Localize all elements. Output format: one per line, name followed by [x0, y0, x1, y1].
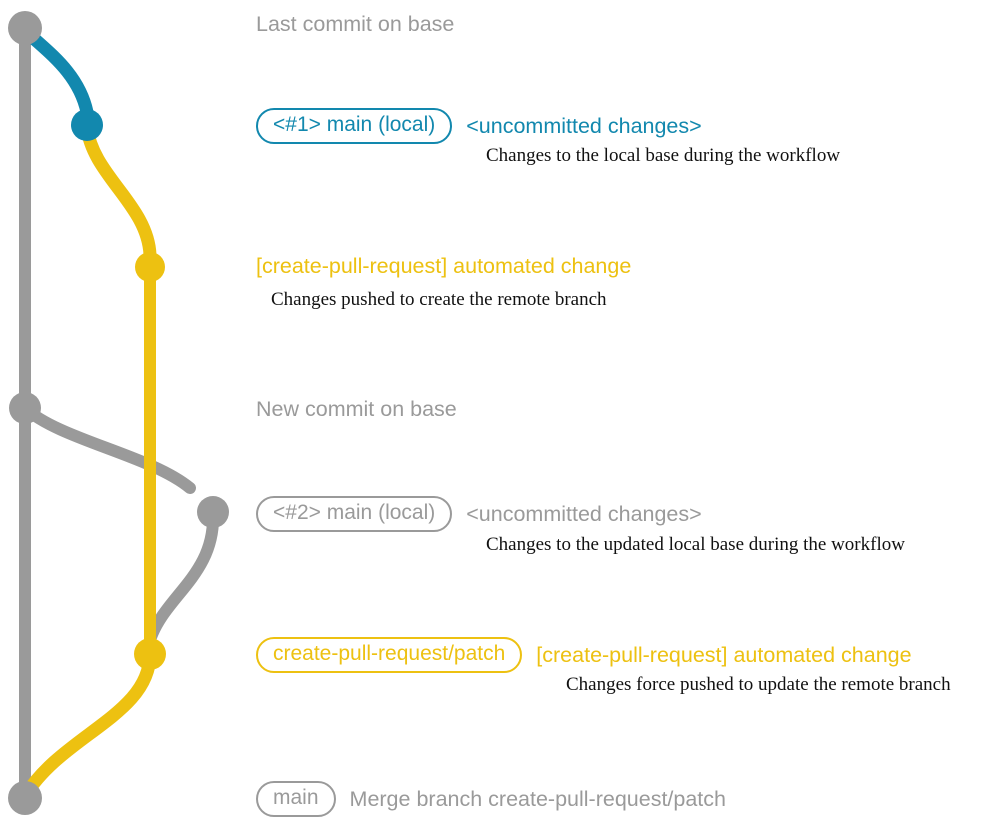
ref-pill-local-1[interactable]: <#1> main (local): [256, 108, 453, 144]
updated-local-to-patch-line: [144, 506, 220, 646]
commit-subject-merge: Merge branch create-pull-request/patch: [349, 787, 726, 811]
commit-node-patch-branch[interactable]: [134, 638, 166, 670]
commit-subject-local-1: <uncommitted changes>: [466, 114, 702, 138]
commit-description-patch-branch: Changes force pushed to update the remot…: [566, 674, 951, 695]
entry-patch-branch: create-pull-request/patch [create-pull-r…: [256, 637, 912, 673]
commit-node-last-commit-on-base[interactable]: [8, 11, 42, 45]
commit-node-automated-change-1[interactable]: [135, 252, 165, 282]
commit-node-new-commit-on-base[interactable]: [9, 392, 41, 424]
ref-pill-patch-branch[interactable]: create-pull-request/patch: [256, 637, 523, 673]
ref-pill-main[interactable]: main: [256, 781, 336, 817]
headline-new-commit-on-base: New commit on base: [256, 397, 457, 421]
entry-merge: main Merge branch create-pull-request/pa…: [256, 781, 726, 817]
commit-subject-local-2: <uncommitted changes>: [466, 502, 702, 526]
ref-pill-local-2[interactable]: <#2> main (local): [256, 496, 453, 532]
commit-subject-patch-branch: [create-pull-request] automated change: [536, 643, 912, 667]
commit-description-automated-change-1: Changes pushed to create the remote bran…: [271, 289, 607, 310]
entry-local-2: <#2> main (local) <uncommitted changes>: [256, 496, 702, 532]
base-to-updated-local-line: [19, 402, 196, 494]
headline-automated-change-1: [create-pull-request] automated change: [256, 254, 632, 278]
commit-description-local-1: Changes to the local base during the wor…: [486, 145, 841, 166]
commit-description-local-2: Changes to the updated local base during…: [486, 534, 905, 555]
headline-last-commit-on-base: Last commit on base: [256, 12, 455, 36]
patch-branch-line: [80, 120, 157, 262]
commit-node-local-1[interactable]: [71, 109, 103, 141]
commit-node-merge[interactable]: [8, 781, 42, 815]
patch-merge-line: [18, 647, 157, 803]
commit-node-local-2[interactable]: [197, 496, 229, 528]
entry-local-1: <#1> main (local) <uncommitted changes>: [256, 108, 702, 144]
local-branch-line: [18, 23, 94, 119]
